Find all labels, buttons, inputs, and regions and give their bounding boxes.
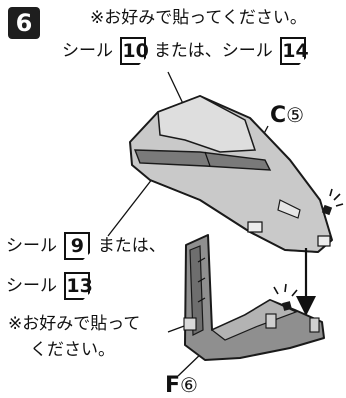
left-note-line2: シール 13: [6, 272, 93, 300]
snap-click-icon-f: [273, 283, 298, 311]
part-f-number: ⑥: [180, 373, 198, 397]
part-label-f: F⑥: [165, 373, 198, 398]
sticker-number-9: 9: [64, 232, 91, 260]
left-note-seal-prefix: シール: [6, 236, 57, 256]
top-note-line1: ※お好みで貼ってください。: [90, 8, 307, 28]
part-c-number: ⑤: [286, 103, 305, 127]
part-c-letter: C: [270, 103, 287, 128]
step-number-badge: 6: [8, 7, 40, 39]
part-label-c: C⑤: [270, 103, 304, 128]
left-note-optional-line1: ※お好みで貼って: [8, 314, 141, 334]
sticker-number-13: 13: [64, 272, 93, 300]
sticker-number-10: 10: [120, 37, 149, 65]
top-note-seal-prefix: シール: [62, 41, 113, 61]
left-note-line1: シール 9 または、: [6, 232, 166, 260]
part-f-frame: [183, 234, 325, 361]
sticker-number-14: 14: [280, 37, 309, 65]
snap-click-icon-c: [321, 188, 344, 216]
left-note-optional-line2: ください。: [30, 340, 115, 360]
part-c-shell: [129, 95, 333, 253]
assembly-arrow-down: [296, 248, 316, 316]
left-note-seal-prefix-2: シール: [6, 276, 57, 296]
top-note-or-text: または、シール: [153, 41, 273, 61]
part-f-letter: F: [165, 373, 181, 398]
top-note-line2: シール 10 または、シール 14: [62, 37, 309, 65]
left-note-or-text: または、: [97, 236, 166, 256]
